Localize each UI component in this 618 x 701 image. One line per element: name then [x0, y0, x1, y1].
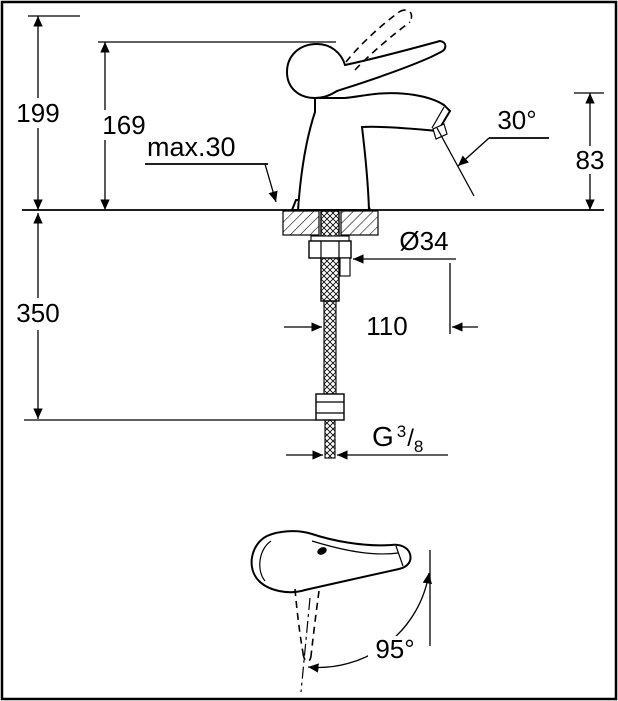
dim-label-83: 83	[576, 145, 605, 175]
counter-hatch-right	[340, 210, 379, 236]
dim-label-dia34: Ø34	[399, 226, 448, 256]
counter-hatch-left	[282, 210, 320, 236]
aerator-nozzle	[432, 123, 448, 140]
faucet-body-and-spout	[296, 92, 452, 211]
handle-lever	[285, 39, 447, 100]
mounting-nut	[308, 240, 352, 259]
thread-slash: /	[407, 425, 414, 452]
handle-lever-raised-dashed	[345, 9, 413, 71]
dimension-max-deck-thickness: max.30	[145, 132, 278, 203]
dashed-lever-top-edge	[345, 11, 400, 63]
handle-top-view	[250, 530, 412, 594]
dim-label-350: 350	[16, 298, 59, 328]
fixing-stud	[339, 257, 351, 277]
dim-label-30deg: 30°	[497, 105, 536, 135]
dimension-hole-diameter: Ø34	[353, 226, 456, 334]
top-view: 95°	[250, 530, 432, 693]
thread-denominator: 8	[414, 437, 423, 456]
dimension-spout-reach: 110	[284, 311, 478, 341]
lever-inner-line	[311, 540, 399, 555]
spout-axis-line	[436, 127, 475, 197]
dashed-lever-edge	[294, 588, 304, 654]
dim-label-169: 169	[102, 110, 145, 140]
lever-tip-face	[395, 545, 404, 567]
mounting-washer	[310, 235, 350, 242]
hose-fitting-nut	[315, 393, 345, 421]
dimension-spout-height: 83	[574, 92, 605, 210]
lever-centerline	[300, 597, 311, 693]
dimension-total-height: 199	[16, 15, 80, 210]
dim-label-95deg: 95°	[375, 634, 414, 664]
dim-label-110: 110	[366, 311, 407, 341]
dashed-lever-bottom-edge	[354, 21, 411, 71]
label-backing	[368, 636, 422, 664]
hose-thread-stub	[324, 419, 336, 459]
spout-cut-inner-line	[431, 106, 445, 129]
knob-inner-contour	[259, 540, 272, 582]
supply-hose	[323, 300, 337, 395]
dimension-hose-length: 350	[16, 213, 316, 421]
dimension-handle-swing: 95°	[307, 550, 432, 673]
dashed-lever-tip	[398, 9, 413, 23]
side-view	[22, 9, 604, 459]
dimension-body-height: 169	[98, 41, 336, 210]
thread-numerator: 3	[397, 422, 406, 441]
dim-label-199: 199	[16, 98, 59, 128]
leader-arrow	[457, 137, 490, 167]
thread-letter: G	[372, 421, 394, 452]
dimension-spout-angle: 30°	[436, 105, 549, 197]
leader-arrow	[264, 163, 278, 203]
dim-label-max30: max.30	[147, 132, 236, 162]
pivot-dot	[317, 547, 327, 555]
